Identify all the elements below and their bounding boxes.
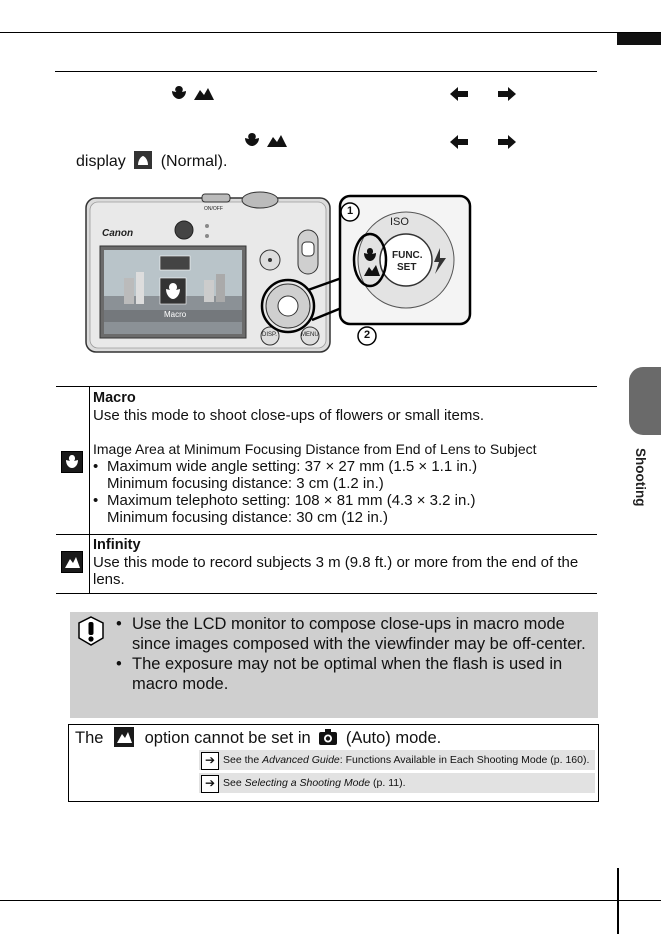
corner-tab bbox=[617, 33, 661, 45]
macro-icon-cell bbox=[56, 387, 90, 534]
macro-item-1-line1: Maximum wide angle setting: 37 × 27 mm (… bbox=[107, 458, 478, 475]
caution-exclamation-icon bbox=[76, 616, 106, 646]
step-line-3: display (Normal). bbox=[76, 151, 227, 171]
mode-row-infinity: Infinity Use this mode to record subject… bbox=[56, 534, 597, 594]
caution-item-1: Use the LCD monitor to compose close-ups… bbox=[116, 614, 596, 654]
right-arrow-icon-2 bbox=[498, 135, 516, 154]
lcd-mode-label: Macro bbox=[164, 310, 187, 319]
menu-button-label: MENU bbox=[301, 332, 319, 338]
mode-table: Macro Use this mode to shoot close-ups o… bbox=[56, 386, 597, 594]
auto-camera-icon bbox=[319, 729, 338, 745]
macro-item-1: • Maximum wide angle setting: 37 × 27 mm… bbox=[93, 458, 597, 492]
macro-item-2: • Maximum telephoto setting: 108 × 81 mm… bbox=[93, 492, 597, 526]
infinity-description: Use this mode to record subjects 3 m (9.… bbox=[93, 554, 579, 588]
page-corner-line bbox=[617, 868, 619, 934]
macro-title: Macro bbox=[93, 390, 136, 406]
callout-number-1: 1 bbox=[346, 205, 354, 217]
macro-content: Macro Use this mode to shoot close-ups o… bbox=[93, 387, 597, 526]
arrow-right-icon-2: ➔ bbox=[201, 775, 219, 793]
top-rule bbox=[0, 32, 661, 33]
macro-item-2-line1: Maximum telephoto setting: 108 × 81 mm (… bbox=[107, 492, 476, 509]
ref1-before: See the bbox=[223, 754, 263, 766]
callout-number-2: 2 bbox=[363, 329, 371, 341]
mode-row-macro: Macro Use this mode to shoot close-ups o… bbox=[56, 386, 597, 534]
caution-item-2: The exposure may not be optimal when the… bbox=[116, 654, 596, 694]
camera-brand-label: Canon bbox=[102, 228, 134, 239]
ref1-italic: Advanced Guide bbox=[262, 754, 340, 766]
ref2-after: (p. 11). bbox=[370, 777, 406, 789]
infinity-mountain-icon bbox=[61, 551, 83, 573]
power-button-label: ON/OFF bbox=[204, 206, 223, 212]
side-tab-label: Shooting bbox=[633, 448, 648, 507]
camera-illustration: Canon Macro 1 2 FUNC. SET ISO DISP. MENU… bbox=[84, 186, 474, 358]
step-line-3-suffix: (Normal). bbox=[160, 153, 228, 170]
note-suffix: (Auto) mode. bbox=[345, 729, 442, 747]
step-line-3-prefix: display bbox=[76, 153, 126, 170]
note-middle: option cannot be set in bbox=[144, 729, 311, 747]
macro-item-1-line2: Minimum focusing distance: 3 cm (1.2 in.… bbox=[107, 475, 384, 492]
macro-description: Use this mode to shoot close-ups of flow… bbox=[93, 407, 484, 424]
section-rule bbox=[55, 71, 597, 72]
disp-button-label: DISP. bbox=[262, 332, 277, 338]
right-arrow-icon bbox=[498, 87, 516, 106]
macro-flower-icon bbox=[61, 451, 83, 473]
macro-infinity-icon-pair-2 bbox=[243, 131, 289, 149]
note-box: The option cannot be set in (Auto) mode.… bbox=[68, 724, 599, 802]
arrow-right-icon: ➔ bbox=[201, 752, 219, 770]
bottom-rule bbox=[0, 900, 661, 901]
macro-infinity-icon-pair: ~ bbox=[170, 84, 216, 102]
caution-box: Use the LCD monitor to compose close-ups… bbox=[70, 612, 598, 718]
left-arrow-icon-2 bbox=[450, 135, 468, 154]
infinity-content: Infinity Use this mode to record subject… bbox=[93, 535, 597, 588]
section-side-tab bbox=[629, 367, 661, 435]
macro-item-2-line2: Minimum focusing distance: 30 cm (12 in.… bbox=[107, 509, 388, 526]
reference-link-2[interactable]: ➔ See Selecting a Shooting Mode (p. 11). bbox=[199, 773, 595, 793]
macro-subhead: Image Area at Minimum Focusing Distance … bbox=[93, 441, 537, 457]
ref2-before: See bbox=[223, 777, 245, 789]
note-prefix: The bbox=[75, 729, 104, 747]
left-arrow-icon bbox=[450, 87, 468, 106]
note-text: The option cannot be set in (Auto) mode. bbox=[75, 727, 441, 749]
normal-mode-icon bbox=[134, 151, 153, 169]
ref2-italic: Selecting a Shooting Mode bbox=[244, 777, 371, 789]
infinity-icon-cell bbox=[56, 535, 90, 593]
infinity-inline-icon bbox=[114, 727, 135, 747]
infinity-title: Infinity bbox=[93, 537, 141, 553]
func-label-top: FUNC. bbox=[392, 250, 423, 261]
caution-list: Use the LCD monitor to compose close-ups… bbox=[116, 612, 596, 694]
reference-link-1[interactable]: ➔ See the Advanced Guide: Functions Avai… bbox=[199, 750, 595, 770]
func-label-bottom: SET bbox=[397, 262, 417, 273]
ref1-after: : Functions Available in Each Shooting M… bbox=[339, 754, 590, 766]
svg-text:~: ~ bbox=[173, 89, 177, 95]
iso-label: ISO bbox=[390, 216, 409, 228]
